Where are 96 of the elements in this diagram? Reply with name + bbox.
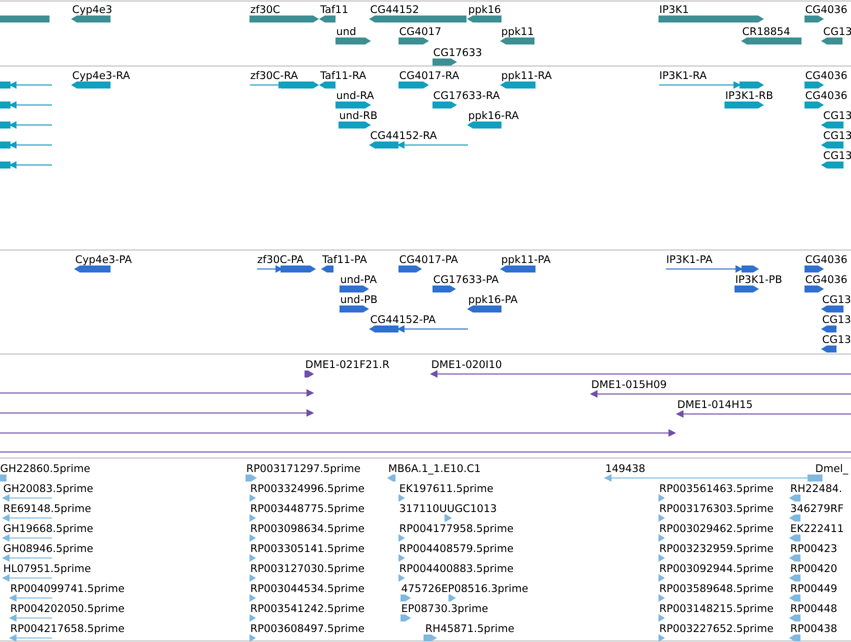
feature-label: RH45871.5prime [426, 624, 514, 634]
feature-label: CG4036 [806, 71, 847, 80]
feature-label: CG44152 [370, 5, 418, 14]
feature-label: CG4017 [400, 27, 440, 36]
feature-label: GH20083.5prime [4, 484, 93, 494]
feature-label: RP003176303.5prime [660, 504, 773, 514]
feature-label: CG4036 [806, 255, 847, 264]
feature-label: 317110UUGC1013 [400, 504, 496, 512]
feature-label: ppk16-RA [469, 111, 519, 122]
feature-label: IP3K1-PA [667, 255, 712, 264]
feature-label: Taf11-PA [322, 255, 367, 264]
feature-label: RP003029462.5prime [660, 524, 773, 534]
feature-label: CG44152-RA [370, 131, 437, 140]
feature-label: CG13 [824, 27, 851, 36]
feature-label: und-PA [341, 275, 377, 284]
feature-label: und-RA [337, 91, 374, 100]
feature-label: RP003127030.5prime [251, 564, 364, 574]
feature-label: DME1-021F21.R [306, 360, 390, 368]
feature-label: CG4017-RA [400, 71, 460, 80]
feature-label: IP3K1 [660, 5, 688, 14]
feature-label: RP003448775.5prime [251, 504, 364, 514]
feature-label: CG17633-PA [434, 275, 499, 284]
feature-label: CG13 [822, 315, 850, 324]
feature-label: RH22484. [791, 484, 841, 492]
feature-label: RP003092944.5prime [660, 564, 773, 574]
feature-label: CG13 [824, 131, 851, 140]
feature-label: Taf11-RA [320, 71, 366, 80]
feature-label: GH19668.5prime [4, 524, 93, 534]
feature-label: RP003232959.5prime [660, 544, 773, 554]
feature-label: EK197611.5prime [400, 484, 493, 494]
feature-label: CG13 [824, 111, 851, 120]
feature-label: CG4036 [806, 275, 847, 284]
feature-label: DME1-015H09 [592, 380, 666, 388]
feature-label: RP003608497.5prime [251, 624, 364, 634]
feature-label: DME1-020I10 [432, 360, 502, 368]
feature-label: RP003148215.5prime [660, 604, 773, 614]
feature-label: RP004408579.5prime [400, 544, 513, 554]
feature-label: RP003305141.5prime [251, 544, 364, 554]
feature-label: Taf11 [320, 5, 348, 14]
feature-label: RP00448 [791, 604, 836, 612]
feature-label: HL07951.5prime [4, 564, 90, 574]
feature-label: RE69148.5prime [4, 504, 91, 514]
feature-label: RP003324996.5prime [251, 484, 364, 494]
feature-label: CG4017-PA [400, 255, 458, 264]
feature-label: MB6A.1_1.E10.C1 [389, 464, 480, 474]
feature-label: CG13 [822, 335, 850, 344]
feature-label: ppk11-RA [502, 71, 552, 82]
feature-label: IP3K1-RB [726, 91, 772, 100]
feature-label: zf30C-PA [258, 255, 304, 264]
feature-label: RP00449 [791, 584, 836, 592]
feature-label: RP003098634.5prime [251, 524, 364, 534]
feature-label: zf30C-RA [250, 71, 298, 80]
feature-label: GH08946.5prime [4, 544, 93, 554]
feature-label: RP003044534.5prime [251, 584, 364, 594]
feature-label: CG44152-PA [370, 315, 436, 324]
feature-label: RP003561463.5prime [660, 484, 773, 494]
feature-label: RP003227652.5prime [660, 624, 773, 634]
feature-label: Cyp4e3 [72, 5, 112, 16]
feature-label: ppk11 [502, 27, 533, 38]
feature-label: und [337, 27, 356, 36]
feature-label: GH22860.5prime [0, 464, 90, 474]
feature-label: und-RB [340, 111, 377, 120]
feature-label: RP004400883.5prime [400, 564, 513, 574]
feature-label: RP004099741.5prime [11, 584, 124, 594]
feature-label: CG4036 [806, 91, 847, 100]
feature-label: CG17633 [434, 48, 482, 56]
feature-label: IP3K1-PB [736, 275, 782, 284]
feature-label: und-PB [341, 295, 377, 304]
feature-label: DME1-014H15 [678, 400, 752, 408]
feature-label: CR18854 [742, 27, 790, 36]
feature-label: CG4036 [806, 5, 847, 14]
feature-label: 475726EP08516.3prime [402, 584, 528, 594]
feature-label: EK222411 [791, 524, 843, 532]
feature-label: CG17633-RA [434, 91, 500, 100]
feature-label: RP00420 [791, 564, 837, 572]
feature-label: RP003589648.5prime [660, 584, 773, 594]
feature-label: Dmel_ [816, 464, 848, 474]
feature-label: zf30C [250, 5, 280, 14]
feature-label: RP004177958.5prime [400, 524, 513, 534]
feature-label: IP3K1-RA [660, 71, 707, 80]
feature-label: RP00438 [791, 624, 836, 632]
feature-label: RP004217658.5prime [11, 624, 124, 634]
feature-label: ppk11-PA [502, 255, 551, 266]
feature-label: 346279RF [791, 504, 843, 512]
feature-label: RP004202050.5prime [11, 604, 124, 614]
feature-label: 149438 [606, 464, 645, 472]
feature-label: RP003171297.5prime [247, 464, 360, 474]
feature-label: Cyp4e3-RA [72, 71, 130, 82]
feature-label: ppk16 [469, 5, 500, 16]
feature-label: Cyp4e3-PA [76, 255, 132, 266]
feature-label: RP003541242.5prime [251, 604, 364, 614]
feature-label: CG13 [822, 295, 850, 304]
feature-label: ppk16-PA [469, 295, 518, 306]
feature-label: RP00423 [791, 544, 836, 552]
feature-label: EP08730.3prime [402, 604, 488, 614]
feature-label: CG13 [824, 151, 851, 160]
